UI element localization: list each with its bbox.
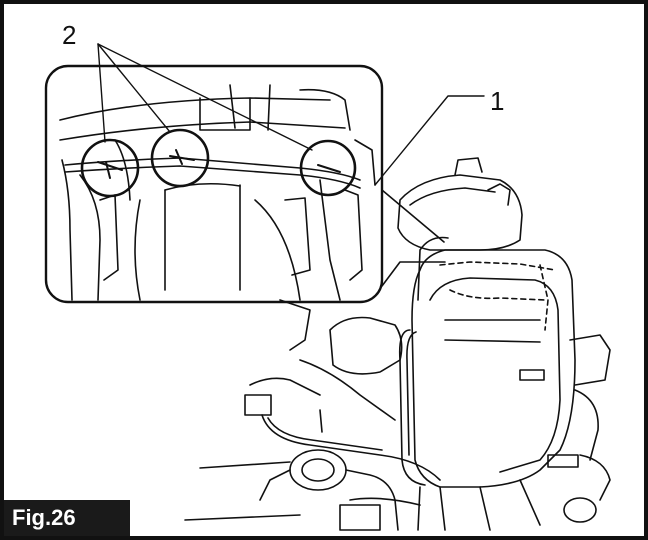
leader-lines xyxy=(97,43,485,186)
figure-label: Fig.26 xyxy=(4,500,130,536)
callout-1: 1 xyxy=(490,86,505,116)
detail-inset-drawing xyxy=(44,64,446,304)
callout-2: 2 xyxy=(62,20,77,50)
main-assembly-drawing xyxy=(184,157,611,531)
